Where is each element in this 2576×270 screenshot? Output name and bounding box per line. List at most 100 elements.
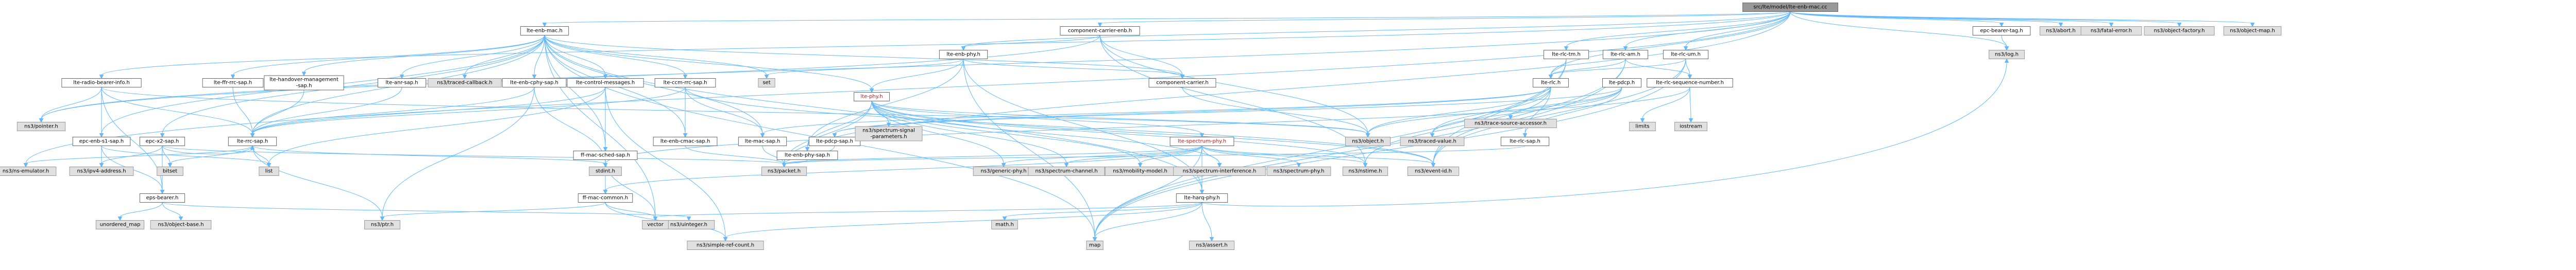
node-object: ns3/object.h [1345, 137, 1391, 146]
node-epc-enb-s1-sap[interactable]: epc-enb-s1-sap.h [72, 137, 131, 146]
node-label: eps-bearer.h [146, 195, 179, 201]
node-event-id: ns3/event-id.h [1407, 167, 1460, 176]
node-lte-pdcp-sap[interactable]: lte-pdcp-sap.h [808, 137, 861, 146]
node-label: lte-ffr-rrc-sap.h [214, 80, 252, 86]
node-epc-bearer-tag[interactable]: epc-bearer-tag.h [1972, 26, 2031, 35]
edge-arrowhead [1217, 163, 1222, 168]
node-lte-harq-phy[interactable]: lte-harq-phy.h [1176, 193, 1228, 203]
edge-arrowhead [266, 163, 272, 168]
node-lte-rlc-sap[interactable]: lte-rlc-sap.h [1500, 137, 1550, 146]
edge-lte-enb-mac-h-to-lte-control-messages [544, 35, 606, 76]
node-label: ns3/trace-source-accessor.h [1475, 121, 1547, 127]
edge-arrowhead [1365, 133, 1370, 138]
node-vector: vector [642, 220, 669, 229]
node-lte-enb-cmac-sap[interactable]: lte-enb-cmac-sap.h [653, 137, 718, 146]
edge-arrowhead [1564, 46, 1569, 51]
edge-lte-enb-mac-h-to-vector [544, 35, 656, 218]
edge-root-to-fatal-error [1790, 11, 2112, 24]
edge-arrowhead [1687, 75, 1692, 79]
node-box [1647, 78, 1733, 87]
node-label: ns3/object.h [1352, 139, 1384, 145]
node-lte-phy[interactable]: lte-phy.h [854, 92, 890, 101]
edge-epc-x2-sap-to-ipv4-address [101, 146, 163, 164]
node-box [502, 78, 567, 87]
node-lte-ccm-rrc-sap[interactable]: lte-ccm-rrc-sap.h [654, 78, 716, 87]
edge-arrowhead [160, 133, 165, 138]
node-box [578, 193, 633, 203]
node-lte-rrc-sap[interactable]: lte-rrc-sap.h [228, 137, 277, 146]
edge-arrowhead [869, 88, 874, 93]
node-box [1602, 78, 1641, 87]
edge-arrowhead [782, 163, 787, 168]
node-label: component-carrier-enb.h [1068, 28, 1132, 34]
node-eps-bearer[interactable]: eps-bearer.h [139, 193, 185, 203]
edge-lte-spectrum-phy-to-event-id [1201, 146, 1434, 164]
node-object-base: ns3/object-base.h [150, 220, 212, 229]
node-lte-ffr-rrc-sap[interactable]: lte-ffr-rrc-sap.h [202, 78, 264, 87]
edge-lte-harq-phy-to-assert [1201, 202, 1212, 238]
node-label: ns3/fatal-error.h [2091, 28, 2132, 34]
node-packet: ns3/packet.h [761, 167, 807, 176]
edge-component-carrier-enb-to-component-carrier [1099, 35, 1183, 76]
node-lte-rlc-um[interactable]: lte-rlc-um.h [1663, 50, 1709, 59]
node-spectrum-phy: ns3/spectrum-phy.h [1266, 167, 1331, 176]
node-fatal-error: ns3/fatal-error.h [2080, 26, 2142, 35]
node-lte-enb-phy[interactable]: lte-enb-phy.h [939, 50, 988, 59]
node-lte-handover-management-sap[interactable]: lte-handover-management-sap.h [264, 75, 344, 91]
node-box [228, 137, 277, 146]
node-lte-anr-sap[interactable]: lte-anr-sap.h [377, 78, 427, 87]
node-label: ns3/mobility-model.h [1113, 169, 1167, 174]
edge-lte-phy-to-lte-spectrum-phy [871, 101, 1202, 134]
node-lte-radio-bearer-info[interactable]: lte-radio-bearer-info.h [61, 78, 142, 87]
edge-lte-ccm-rrc-sap-to-event-id [685, 87, 1434, 164]
node-label: lte-enb-mac.h [527, 28, 563, 34]
node-box [1189, 241, 1235, 250]
node-label: ns3/spectrum-signal [862, 128, 915, 134]
node-lte-rlc-tm[interactable]: lte-rlc-tm.h [1543, 50, 1589, 59]
node-ptr: ns3/ptr.h [364, 220, 400, 229]
edge-arrowhead [2109, 23, 2114, 27]
edge-lte-spectrum-phy-to-spectrum-channel [1066, 146, 1202, 164]
node-unordered_map: unordered_map [95, 220, 145, 229]
node-lte-rlc-sequence-number[interactable]: lte-rlc-sequence-number.h [1647, 78, 1733, 87]
node-lte-enb-cphy-sap[interactable]: lte-enb-cphy-sap.h [502, 78, 567, 87]
node-generic-phy: ns3/generic-phy.h [973, 167, 1035, 176]
node-lte-enb-mac-h[interactable]: lte-enb-mac.h [520, 26, 569, 35]
node-limits: limits [1629, 122, 1656, 131]
node-lte-control-messages[interactable]: lte-control-messages.h [567, 78, 644, 87]
node-lte-mac-sap[interactable]: lte-mac-sap.h [738, 137, 787, 146]
node-label: ns3/uinteger.h [670, 222, 707, 228]
edge-lte-ccm-rrc-sap-to-lte-mac-sap [685, 87, 763, 134]
edge-lte-rlc-to-lte-mac-sap [762, 87, 1551, 134]
node-spectrum-channel: ns3/spectrum-channel.h [1028, 167, 1105, 176]
node-ff-mac-common[interactable]: ff-mac-common.h [578, 193, 633, 203]
node-component-carrier[interactable]: component-carrier.h [1148, 78, 1216, 87]
edge-lte-ffr-rrc-sap-to-lte-rrc-sap [232, 87, 253, 134]
node-lte-pdcp[interactable]: lte-pdcp.h [1602, 78, 1641, 87]
node-label: ff-mac-common.h [583, 195, 629, 201]
edge-eps-bearer-to-object-base [162, 202, 181, 218]
edge-lte-enb-mac-h-to-traced-callback [464, 35, 545, 76]
edge-lte-pdcp-to-traced-value [1432, 87, 1622, 134]
node-box [1345, 137, 1391, 146]
node-ff-mac-sched-sap[interactable]: ff-mac-sched-sap.h [573, 151, 638, 160]
node-component-carrier-enb[interactable]: component-carrier-enb.h [1060, 26, 1140, 35]
node-epc-x2-sap[interactable]: epc-x2-sap.h [139, 137, 185, 146]
node-label: iostream [1680, 124, 1702, 130]
node-root[interactable]: src/lte/model/lte-enb-mac.cc [1742, 3, 1838, 12]
nodes-layer: src/lte/model/lte-enb-mac.cc component-ca… [0, 3, 2282, 250]
node-box [687, 241, 764, 250]
edge-ff-mac-common-to-ptr [382, 202, 606, 218]
node-lte-ue-phy-sap[interactable]: lte-enb-phy-sap.h [776, 151, 838, 160]
node-lte-rlc-am[interactable]: lte-rlc-am.h [1602, 50, 1649, 59]
edge-lte-rlc-sequence-number-to-iostream [1689, 87, 1691, 119]
node-lte-spectrum-phy[interactable]: lte-spectrum-phy.h [1170, 137, 1234, 146]
node-box [1533, 78, 1569, 87]
node-box [364, 220, 400, 229]
node-object-factory: ns3/object-factory.h [2144, 26, 2215, 35]
node-lte-rlc[interactable]: lte-rlc.h [1533, 78, 1569, 87]
node-label: lte-enb-phy.h [946, 52, 980, 58]
node-box [808, 137, 861, 146]
node-label: ns3/ptr.h [371, 222, 394, 228]
node-map: map [1086, 241, 1104, 250]
